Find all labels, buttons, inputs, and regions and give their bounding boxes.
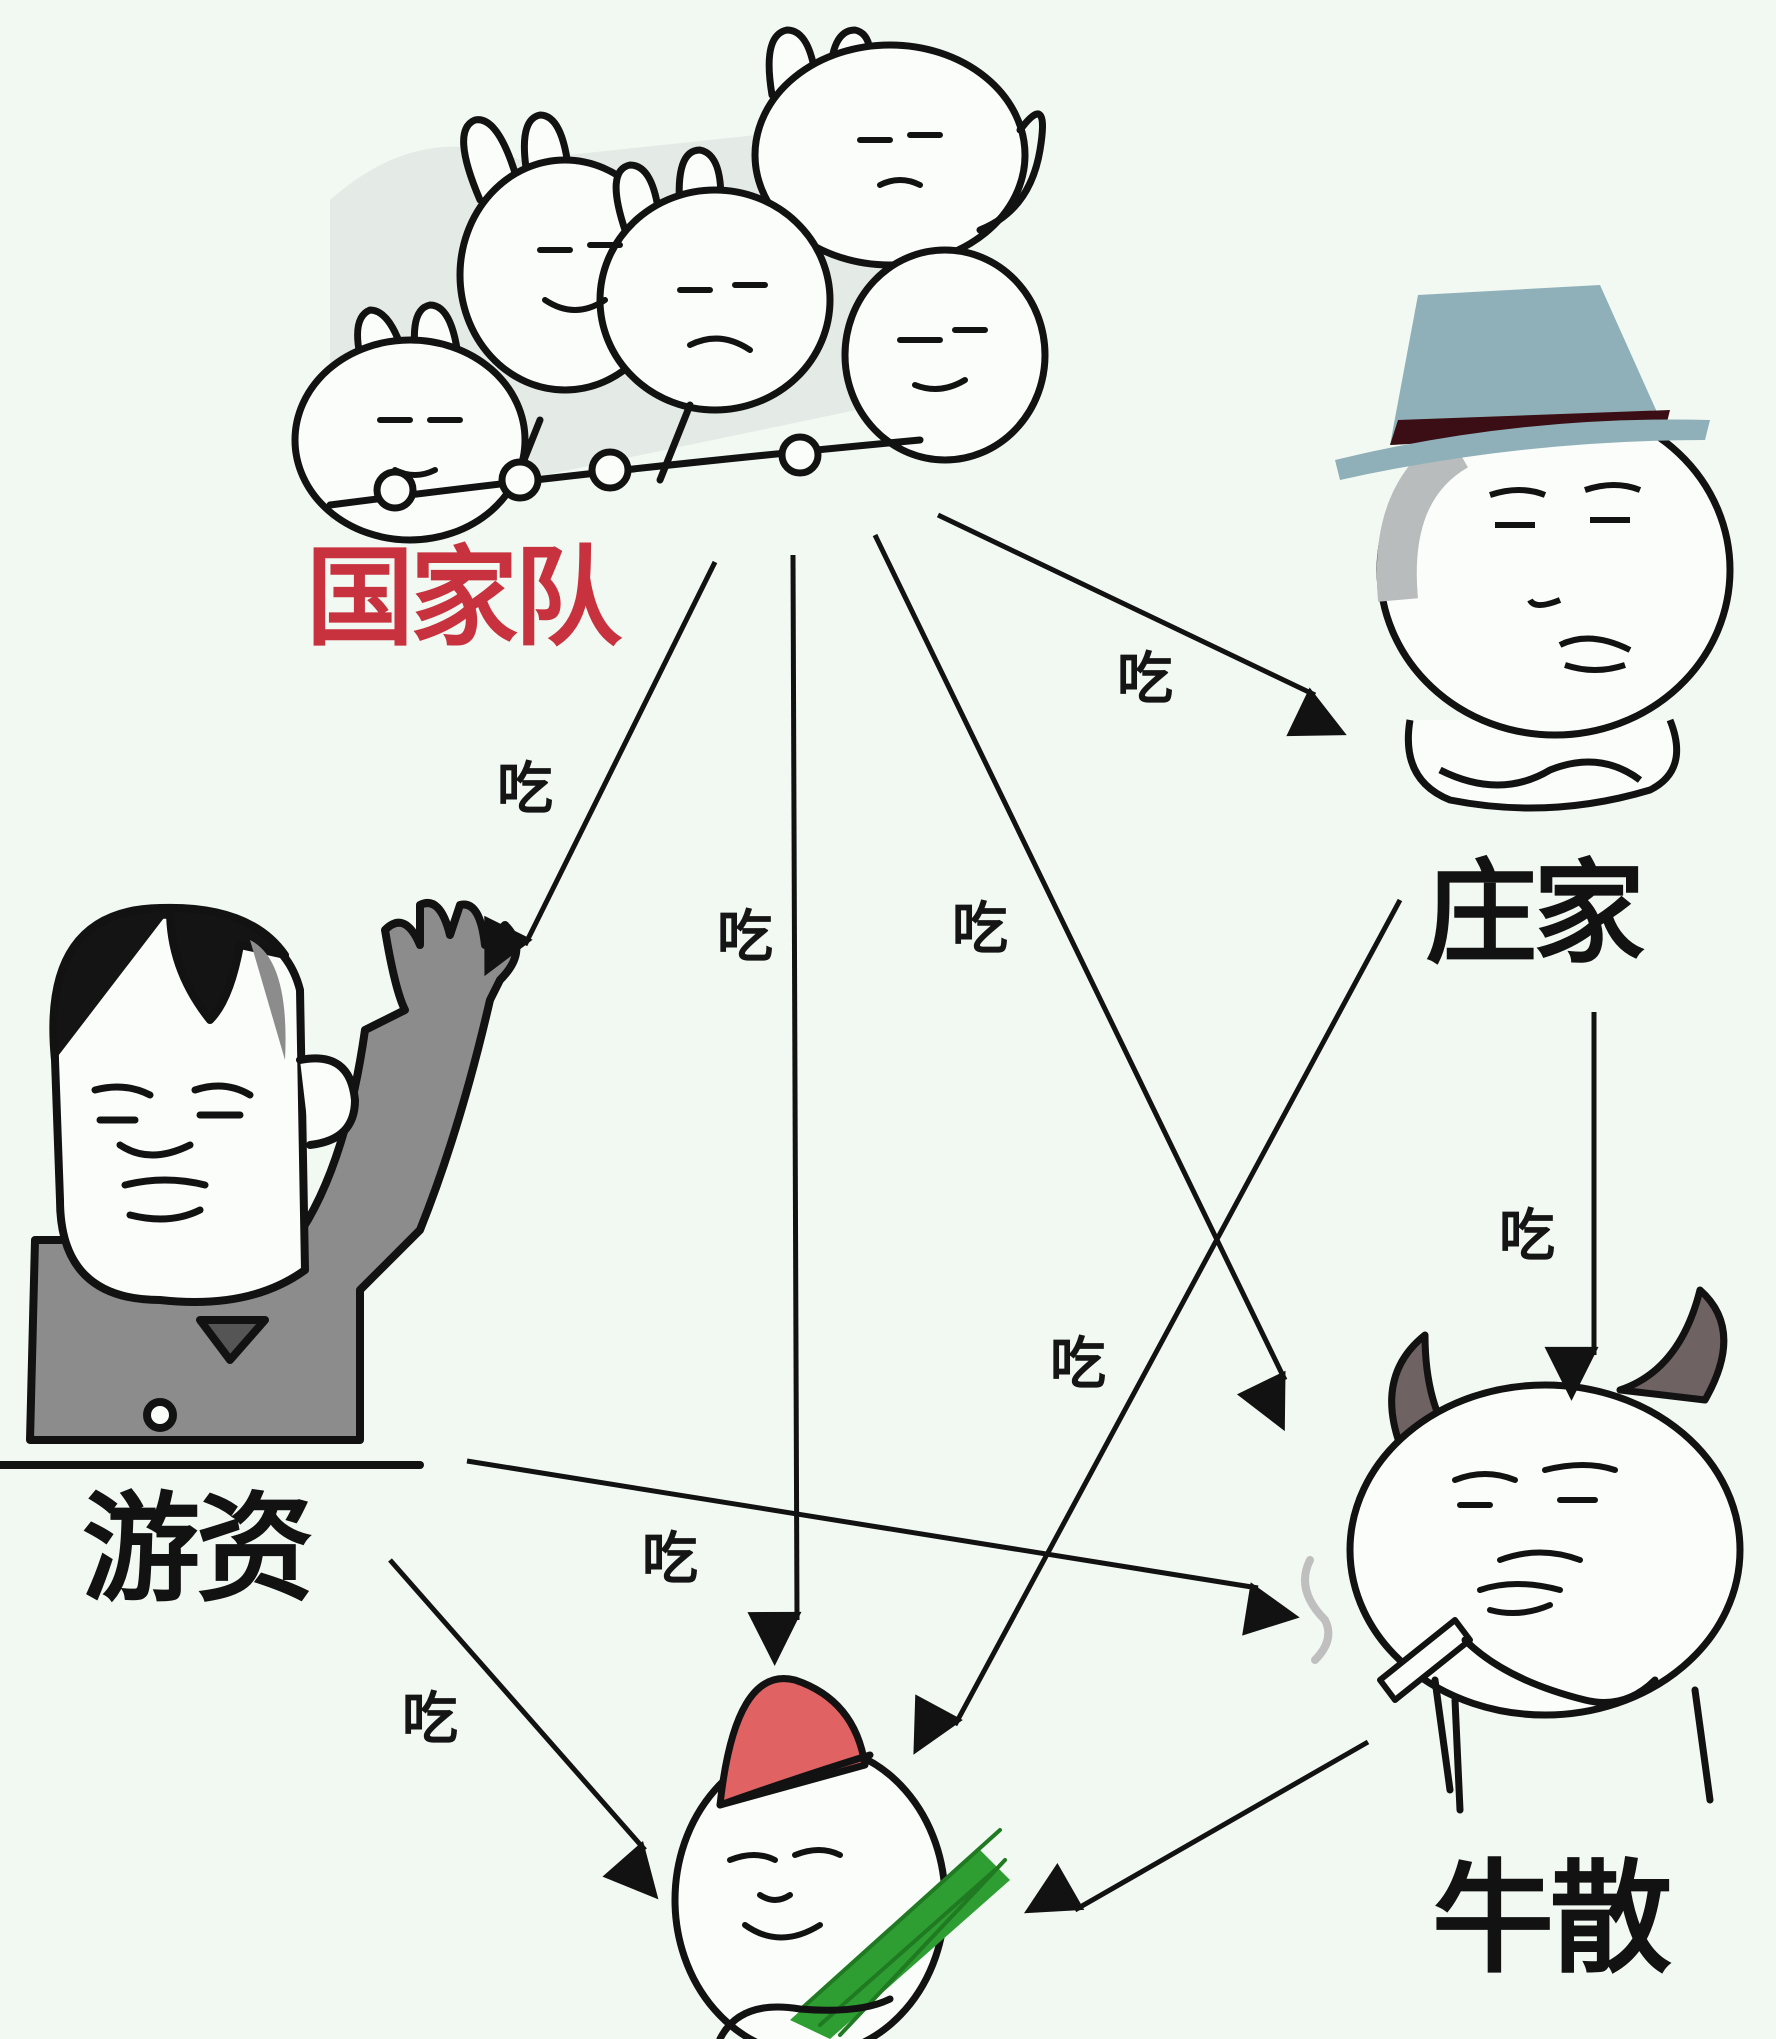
edge-label: 吃 [952,897,1008,962]
edge-label: 吃 [642,1527,698,1592]
edge-hot-money-to-retail-leek [388,1558,659,1900]
edge-label: 吃 [497,757,553,822]
edge-label: 吃 [1499,1204,1555,1269]
node-label-market-maker: 庄家 [1425,849,1645,979]
edge-market-maker-to-retail-leek [913,898,1403,1755]
edge-national-team-to-market-maker [936,512,1347,737]
edge-hot-money-to-big-retail [466,1458,1300,1636]
leek-holding-character-icon [671,1675,1010,2039]
edge-national-team-to-big-retail [872,533,1288,1432]
node-label-big-retail: 牛散 [1432,1848,1672,1990]
node-label-hot-money: 游资 [82,1480,314,1618]
node-label-national-team: 国家队 [306,536,622,661]
edge-national-team-to-retail-leek [747,554,802,1666]
fedora-hat-character-icon [1335,285,1734,812]
edge-label: 吃 [1117,647,1173,712]
edge-label: 吃 [717,905,773,970]
waving-man-icon [0,899,521,1469]
horned-smoking-character-icon [1301,1286,1744,1814]
edge-big-retail-to-retail-leek [1023,1739,1370,1914]
edge-label: 吃 [1050,1332,1106,1397]
rabbit-group-icon [291,26,1049,544]
edge-label: 吃 [402,1687,458,1752]
edge-national-team-to-hot-money [484,560,718,977]
